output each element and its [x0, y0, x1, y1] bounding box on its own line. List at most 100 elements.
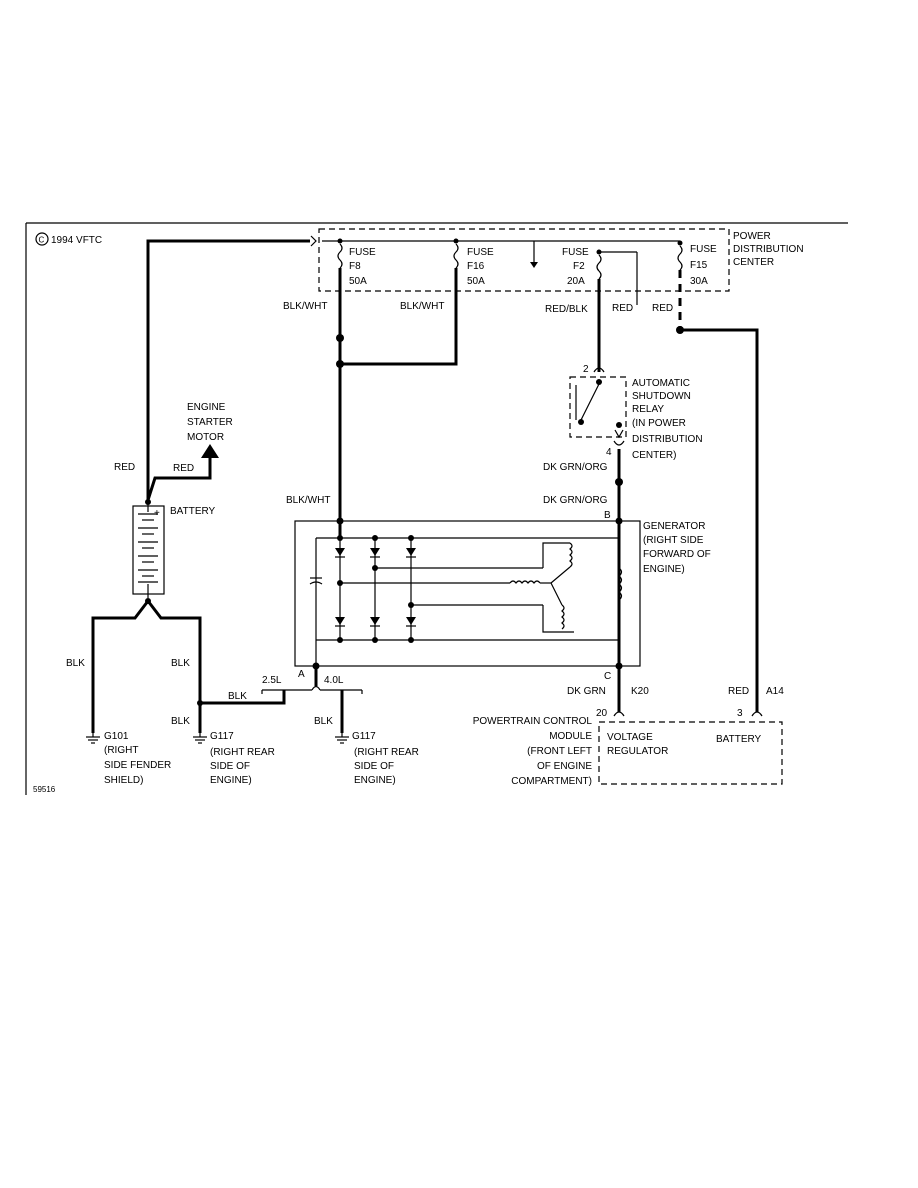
generator-label-line-1: GENERATOR [643, 521, 705, 532]
battery-label: BATTERY [170, 506, 216, 517]
option-crossover-icon [311, 685, 321, 691]
pdc-label-line-2: DISTRIBUTION [733, 244, 804, 255]
ground-g101-desc-2: SIDE FENDER [104, 760, 171, 771]
wire-blk-1-label: BLK [66, 658, 85, 669]
wire-blk-2-label: BLK [171, 658, 190, 669]
ground-g117-a-desc-1: (RIGHT REAR [210, 747, 275, 758]
fuse-f15-id: F15 [690, 260, 708, 271]
wire-red-2-label: RED [652, 303, 673, 314]
wire-blk-wht-3-label: BLK/WHT [286, 495, 330, 506]
relay-label-line-4: (IN POWER [632, 418, 686, 429]
figure-number: 59516 [33, 785, 56, 794]
splice-dot-junction [336, 360, 344, 368]
ground-g117-a-id: G117 [210, 731, 234, 742]
pcm-box [598, 721, 783, 785]
starter-arrow-icon [201, 444, 219, 458]
fuse-f15: FUSE F15 30A [677, 240, 717, 287]
relay-pin-2: 2 [583, 364, 589, 375]
pcm-label-line-2: MODULE [549, 731, 592, 742]
fuse-f8-rating: 50A [349, 276, 367, 287]
fuse-f16: FUSE F16 50A [453, 238, 494, 287]
wire-dk-grn-org-2-label: DK GRN/ORG [543, 495, 608, 506]
ground-g117-a-desc-3: ENGINE) [210, 775, 252, 786]
ground-g117-b-id: G117 [352, 731, 376, 742]
relay-contact-top [596, 379, 602, 385]
ground-g101-desc-1: (RIGHT [104, 745, 138, 756]
relay-pin-4-connector [613, 440, 625, 446]
ground-g117-b-desc-2: SIDE OF [354, 761, 394, 772]
generator-terminal-c: C [604, 671, 611, 682]
blk-wht-wire-f16 [340, 268, 458, 366]
pcm-pin-20-connector [613, 711, 625, 717]
pcm-pin-3-connector [751, 711, 763, 717]
pdc-down-arrow-icon [530, 262, 538, 268]
ground-g117-b-icon [335, 733, 349, 744]
wire-dk-grn-label: DK GRN [567, 686, 606, 697]
relay-switch-arm [580, 383, 600, 421]
engine-25l-label: 2.5L [262, 675, 282, 686]
starter-red-wire [146, 455, 212, 501]
ground-wire-g101 [91, 600, 150, 733]
pcm-voltage-regulator-line-2: REGULATOR [607, 746, 668, 757]
ground-g117-b-desc-1: (RIGHT REAR [354, 747, 419, 758]
fuse-f15-rating: 30A [690, 276, 708, 287]
starter-label-line-3: MOTOR [187, 432, 224, 443]
ground-g117-a-desc-2: SIDE OF [210, 761, 250, 772]
fuse-f2-id: F2 [573, 261, 585, 272]
relay-label-line-2: SHUTDOWN [632, 391, 691, 402]
generator-terminal-b: B [604, 510, 611, 521]
fuse-f2: FUSE F2 20A [562, 247, 602, 287]
pcm-label-line-5: COMPARTMENT) [511, 776, 592, 787]
relay-output-arrow-icon [614, 429, 624, 439]
copyright-icon [35, 232, 49, 246]
ground-g117-b-desc-3: ENGINE) [354, 775, 396, 786]
wire-a14-label: A14 [766, 686, 784, 697]
ground-g117-a-icon [193, 733, 207, 744]
power-distribution-center-box [318, 228, 730, 292]
ground-g101-icon [86, 733, 100, 744]
wire-blk-4-label: BLK [171, 716, 190, 727]
wire-red-battery-label: RED [114, 462, 135, 473]
starter-label-line-1: ENGINE [187, 402, 226, 413]
engine-40l-label: 4.0L [324, 675, 344, 686]
wire-blk-5-label: BLK [314, 716, 333, 727]
pcm-pin-3: 3 [737, 708, 743, 719]
copyright-symbol: C [39, 236, 45, 245]
wire-k20-label: K20 [631, 686, 649, 697]
red-a14-wire [680, 328, 759, 712]
wire-red-1-label: RED [612, 303, 633, 314]
pdc-label-line-3: CENTER [733, 257, 774, 268]
ground-g101-desc-3: SHIELD) [104, 775, 143, 786]
battery-red-feed-wire [146, 239, 310, 500]
fuse-f16-rating: 50A [467, 276, 485, 287]
fuse-f15-word: FUSE [690, 244, 717, 255]
wire-blk-3-label: BLK [228, 691, 247, 702]
relay-coil-dot [616, 422, 622, 428]
relay-pin-4: 4 [606, 447, 612, 458]
generator-label-line-4: ENGINE) [643, 564, 685, 575]
fuse-f8: FUSE F8 50A [337, 238, 376, 287]
blk-wire-to-generator-25l [200, 690, 286, 705]
relay-label-line-1: AUTOMATIC [632, 378, 690, 389]
starter-label-line-2: STARTER [187, 417, 233, 428]
wire-red-a14-label: RED [728, 686, 749, 697]
wire-blk-wht-1-label: BLK/WHT [283, 301, 327, 312]
wire-dk-grn-org-1-label: DK GRN/ORG [543, 462, 608, 473]
generator-terminal-a: A [298, 669, 305, 680]
fuse-f2-rating: 20A [567, 276, 585, 287]
generator-box [294, 520, 641, 667]
relay-contact-bottom [578, 419, 584, 425]
pcm-voltage-regulator-line-1: VOLTAGE [607, 732, 653, 743]
generator-label-line-2: (RIGHT SIDE [643, 535, 704, 546]
relay-label-line-3: RELAY [632, 404, 664, 415]
fuse-f8-word: FUSE [349, 247, 376, 258]
pcm-label-line-4: OF ENGINE [537, 761, 592, 772]
relay-label-line-5: DISTRIBUTION [632, 434, 703, 445]
wire-blk-wht-2-label: BLK/WHT [400, 301, 444, 312]
pcm-label-line-1: POWERTRAIN CONTROL [473, 716, 593, 727]
relay-pin-2-connector [593, 367, 605, 373]
pdc-connector-icon [310, 235, 317, 247]
splice-dot-f8 [336, 334, 344, 342]
battery-plus-sign: + [154, 508, 160, 519]
